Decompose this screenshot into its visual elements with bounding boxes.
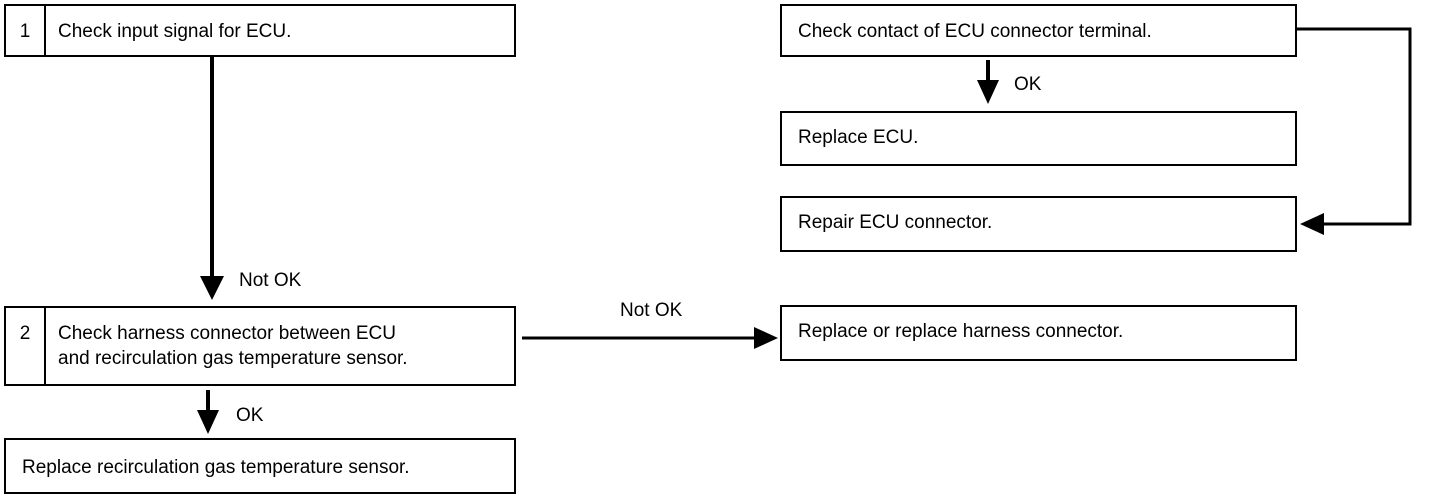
check-contact-box: Check contact of ECU connector terminal. xyxy=(780,4,1297,57)
label-step2-not-ok: Not OK xyxy=(620,300,683,321)
label-step2-ok: OK xyxy=(236,405,264,426)
step-1-number: 1 xyxy=(6,6,46,55)
repair-connector-text: Repair ECU connector. xyxy=(798,212,993,233)
arrowhead-left-repair xyxy=(1300,213,1324,235)
replace-ecu-box: Replace ECU. xyxy=(780,111,1297,166)
label-step1-not-ok: Not OK xyxy=(239,270,302,291)
replace-sensor-text: Replace recirculation gas temperature se… xyxy=(22,457,410,478)
step-2-text: Check harness connector between ECU and … xyxy=(58,321,506,371)
step-2-box: 2 Check harness connector between ECU an… xyxy=(4,306,516,386)
replace-sensor-box: Replace recirculation gas temperature se… xyxy=(4,438,516,494)
replace-harness-text: Replace or replace harness connector. xyxy=(798,321,1124,342)
replace-harness-box: Replace or replace harness connector. xyxy=(780,305,1297,361)
connector-contact-to-repair xyxy=(1297,27,1412,226)
step-2-number: 2 xyxy=(6,308,46,384)
arrowhead-right-harness xyxy=(754,327,778,349)
step-2-line-1: Check harness connector between ECU xyxy=(58,323,396,344)
repair-connector-box: Repair ECU connector. xyxy=(780,196,1297,252)
step-1-text: Check input signal for ECU. xyxy=(58,21,292,42)
arrowhead-down-replace-sensor xyxy=(197,410,219,434)
step-2-line-2: and recirculation gas temperature sensor… xyxy=(58,348,408,369)
check-contact-text: Check contact of ECU connector terminal. xyxy=(798,21,1152,42)
label-contact-ok: OK xyxy=(1014,74,1042,95)
step-1-box: 1 Check input signal for ECU. xyxy=(4,4,516,57)
replace-ecu-text: Replace ECU. xyxy=(798,127,919,148)
arrowhead-down-replace-ecu xyxy=(977,80,999,104)
arrowhead-down-step2 xyxy=(200,276,224,300)
